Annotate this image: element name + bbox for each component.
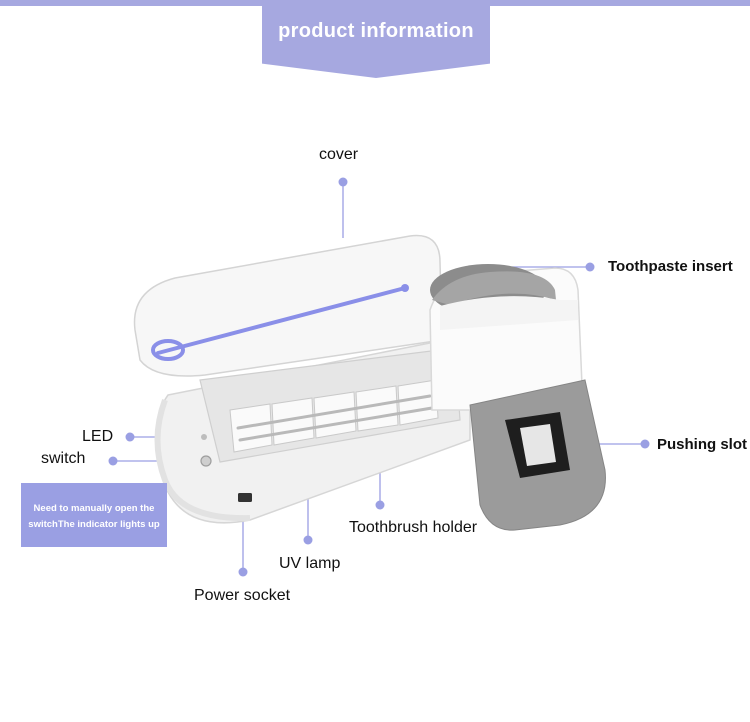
cover-dot [338,177,348,187]
switch-note-box: Need to manually open the switchThe indi… [21,483,167,547]
led-label: LED [82,428,114,445]
switch-knob [200,455,212,467]
switch-note-line-1: Need to manually open the [33,503,155,514]
pushing-slot-inner [520,424,556,466]
power-socket-dot [238,567,248,577]
switch-dot [108,456,118,466]
toothbrush-holder-dot [375,500,385,510]
toothbrush-holder-label: Toothbrush holder [349,519,478,536]
power-socket-port [238,493,252,502]
uv-lamp-dot [303,535,313,545]
pushing-slot-label: Pushing slot [657,436,747,453]
base-edge-highlight [154,398,251,522]
toothpaste-insert-dot [585,262,595,272]
led-indicator [201,434,207,440]
uv-lamp-label: UV lamp [279,555,341,572]
dispenser-collar [440,296,578,330]
toothpaste-insert-top [432,271,556,305]
page-title: product information [278,20,474,42]
header-tab [262,6,490,78]
led-dot [125,432,135,442]
header-top-bar [0,0,750,6]
leader-dots [108,177,650,577]
uv-blue-loop [151,339,185,361]
power-socket-label: Power socket [194,587,291,604]
switch-note-line-2: switchThe indicator lights up [28,519,160,530]
switch-label: switch [41,450,86,467]
pushing-slot-dot [640,439,650,449]
toothpaste-insert-label: Toothpaste insert [608,258,733,275]
uv-lamp-rods [236,394,434,442]
uv-blue-end [401,284,409,292]
cover-label: cover [319,146,359,163]
